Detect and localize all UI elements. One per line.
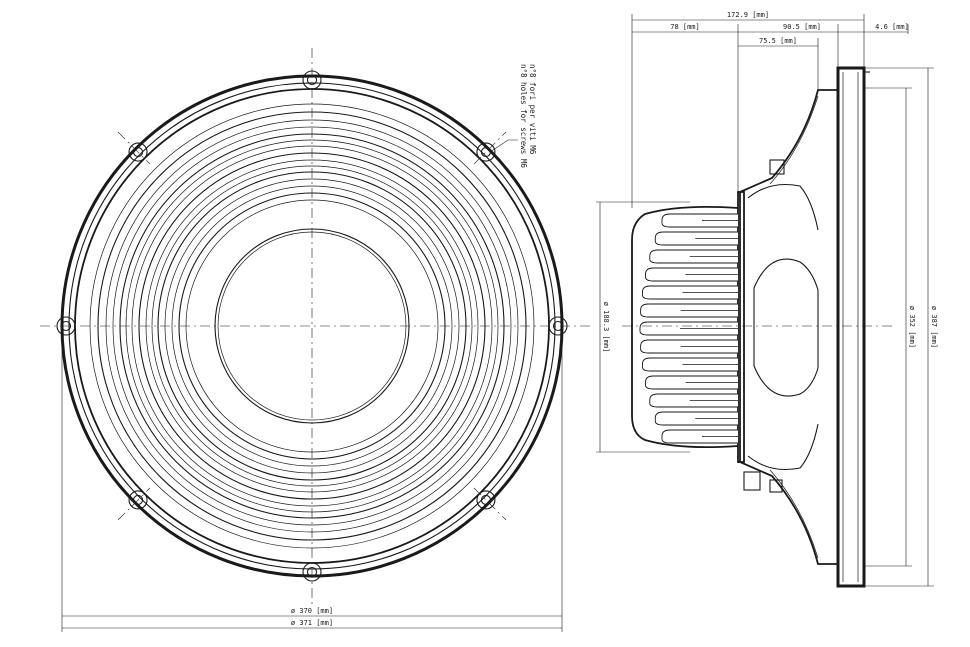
cone-ring — [151, 165, 473, 487]
cone-ring — [112, 126, 512, 526]
cone-ring — [131, 145, 493, 507]
screw-hole — [133, 147, 144, 158]
magnet-back-plate — [631, 205, 739, 449]
terminal-bottom-2 — [769, 479, 783, 493]
note-leader-line — [489, 139, 518, 153]
front-flange — [836, 66, 866, 588]
mounting-hole — [128, 142, 148, 162]
mounting-lug — [128, 490, 148, 510]
magnet-fins — [639, 213, 738, 444]
magnet-diameter-label: ø 188.3 [mm] — [602, 302, 610, 353]
front-view: n°8 holes for screws M6 n°8 fori per vit… — [40, 48, 590, 632]
basket-window — [753, 258, 819, 397]
depth-total-label: 172.9 [mm] — [727, 11, 769, 19]
mounting-plate — [737, 191, 745, 463]
depth-cone-label: 90.5 [mm] — [783, 23, 821, 31]
basket-arm-bottom — [747, 423, 819, 471]
cone-ring — [138, 152, 486, 500]
cooling-fin — [661, 213, 738, 228]
flange-thickness-label: 4.6 [mm] — [875, 23, 909, 31]
cooling-fin — [661, 429, 738, 444]
basket-outline — [739, 89, 838, 565]
front-center-line-d2 — [473, 131, 507, 165]
holes-note-line-2: n°8 fori per viti M6 — [528, 64, 537, 155]
mounting-lug — [476, 142, 496, 162]
holes-note: n°8 holes for screws M6 n°8 fori per vit… — [519, 64, 537, 168]
mounting-lug — [476, 490, 496, 510]
holes-note-line-1: n°8 holes for screws M6 — [519, 64, 528, 168]
front-center-line-d4 — [473, 487, 507, 521]
baffle-diameter-label: ø 352 [mm] — [908, 306, 916, 348]
screw-hole — [133, 494, 144, 505]
basket-inner-line — [769, 95, 819, 559]
front-center-line-d1 — [117, 131, 151, 165]
depth-mount-label: 75.5 [mm] — [759, 37, 797, 45]
terminal-top — [769, 159, 785, 175]
depth-magnet-label: 78 [mm] — [670, 23, 700, 31]
mounting-lug — [128, 142, 148, 162]
screw-hole — [480, 494, 491, 505]
side-view: 172.9 [mm] 78 [mm] 90.5 [mm] 75.5 [mm] 4… — [596, 11, 938, 588]
terminal-bottom — [743, 471, 761, 491]
basket-arm-top — [747, 183, 819, 231]
diameter-371-label: ø 371 [mm] — [291, 619, 333, 627]
diameter-370-label: ø 370 [mm] — [291, 607, 333, 615]
frame-diameter-label: ø 387 [mm] — [930, 306, 938, 348]
mounting-hole — [128, 490, 148, 510]
mounting-hole — [476, 490, 496, 510]
front-center-line-d3 — [117, 487, 151, 521]
cone-ring — [171, 185, 453, 467]
